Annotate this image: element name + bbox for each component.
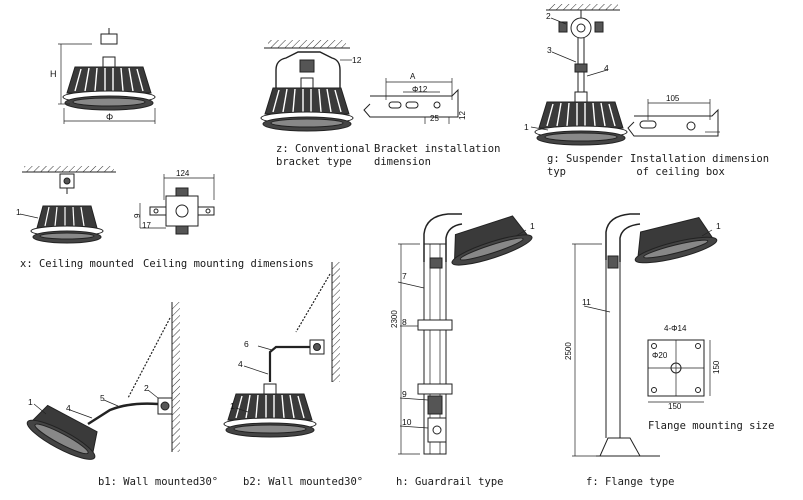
part-2-b1: 2: [144, 383, 149, 393]
part-12: 12: [352, 55, 362, 65]
part-1-flange: 1: [716, 221, 721, 231]
dim-12: 12: [458, 111, 467, 120]
caption-guardrail: h: Guardrail type: [396, 476, 504, 488]
dim-A: A: [410, 72, 416, 81]
dim-9: 9: [133, 213, 142, 218]
part-10: 10: [402, 417, 412, 427]
lamp-flange: [572, 213, 718, 457]
part-1-b1: 1: [28, 397, 33, 407]
dim-150-vertical: 150: [712, 360, 721, 374]
lamp-ceiling-mounted: [19, 166, 116, 244]
dim-H: H: [50, 69, 57, 79]
lamp-dimensioned: [58, 28, 156, 124]
part-1-suspender: 1: [524, 122, 529, 132]
caption-wall-b2: b2: Wall mounted30°: [243, 476, 364, 488]
ceiling-mount-dimension: [139, 174, 215, 235]
part-8: 8: [402, 317, 407, 327]
part-1-ceiling: 1: [16, 207, 21, 217]
dim-phi20: Φ20: [652, 351, 668, 360]
caption-ceiling-box: Installation dimension of ceiling box: [630, 153, 770, 178]
caption-wall-b1: b1: Wall mounted30°: [98, 476, 219, 488]
caption-bracket-install: Bracket installation dimension: [374, 143, 501, 168]
part-1-b2: 1: [230, 401, 235, 411]
part-3: 3: [547, 45, 552, 55]
part-2-suspender: 2: [546, 11, 551, 21]
dim-124: 124: [176, 169, 190, 178]
part-1-guardrail: 1: [530, 221, 535, 231]
caption-ceiling-mounted: x: Ceiling mounted: [20, 258, 134, 270]
flange-plate-dimension: [647, 339, 711, 403]
caption-ceiling-dims: Ceiling mounting dimensions: [143, 258, 314, 270]
part-9: 9: [402, 389, 407, 399]
part-11: 11: [582, 297, 591, 307]
dim-flange-bolts: 4-Φ14: [664, 324, 687, 333]
lamp-bracket: [260, 40, 354, 132]
part-5: 5: [100, 393, 105, 403]
caption-flange-size: Flange mounting size: [648, 420, 775, 432]
dim-phi: Φ: [106, 112, 114, 122]
caption-conventional: z: Conventional bracket type: [276, 143, 371, 168]
part-6: 6: [244, 339, 249, 349]
bracket-plate-dimension: [363, 78, 459, 124]
dim-2500: 2500: [564, 342, 573, 360]
part-4-b2: 4: [238, 359, 243, 369]
dim-150-horizontal: 150: [668, 402, 682, 411]
dim-105: 105: [666, 94, 680, 103]
part-4-suspender: 4: [604, 63, 609, 73]
caption-suspender: g: Suspender typ: [547, 153, 623, 178]
part-7: 7: [402, 271, 407, 281]
dim-2300: 2300: [390, 310, 399, 328]
lamp-wall-b2: [223, 262, 340, 438]
lamp-guardrail: [397, 213, 533, 455]
lamp-suspender: [530, 4, 628, 146]
dim-17: 17: [142, 221, 151, 230]
dim-25: 25: [430, 114, 439, 123]
part-4-b1: 4: [66, 403, 71, 413]
ceiling-box-dimension: [627, 99, 720, 137]
caption-flange: f: Flange type: [586, 476, 675, 488]
lamp-wall-b1: [26, 302, 180, 460]
dim-phi12: Φ12: [412, 85, 428, 94]
